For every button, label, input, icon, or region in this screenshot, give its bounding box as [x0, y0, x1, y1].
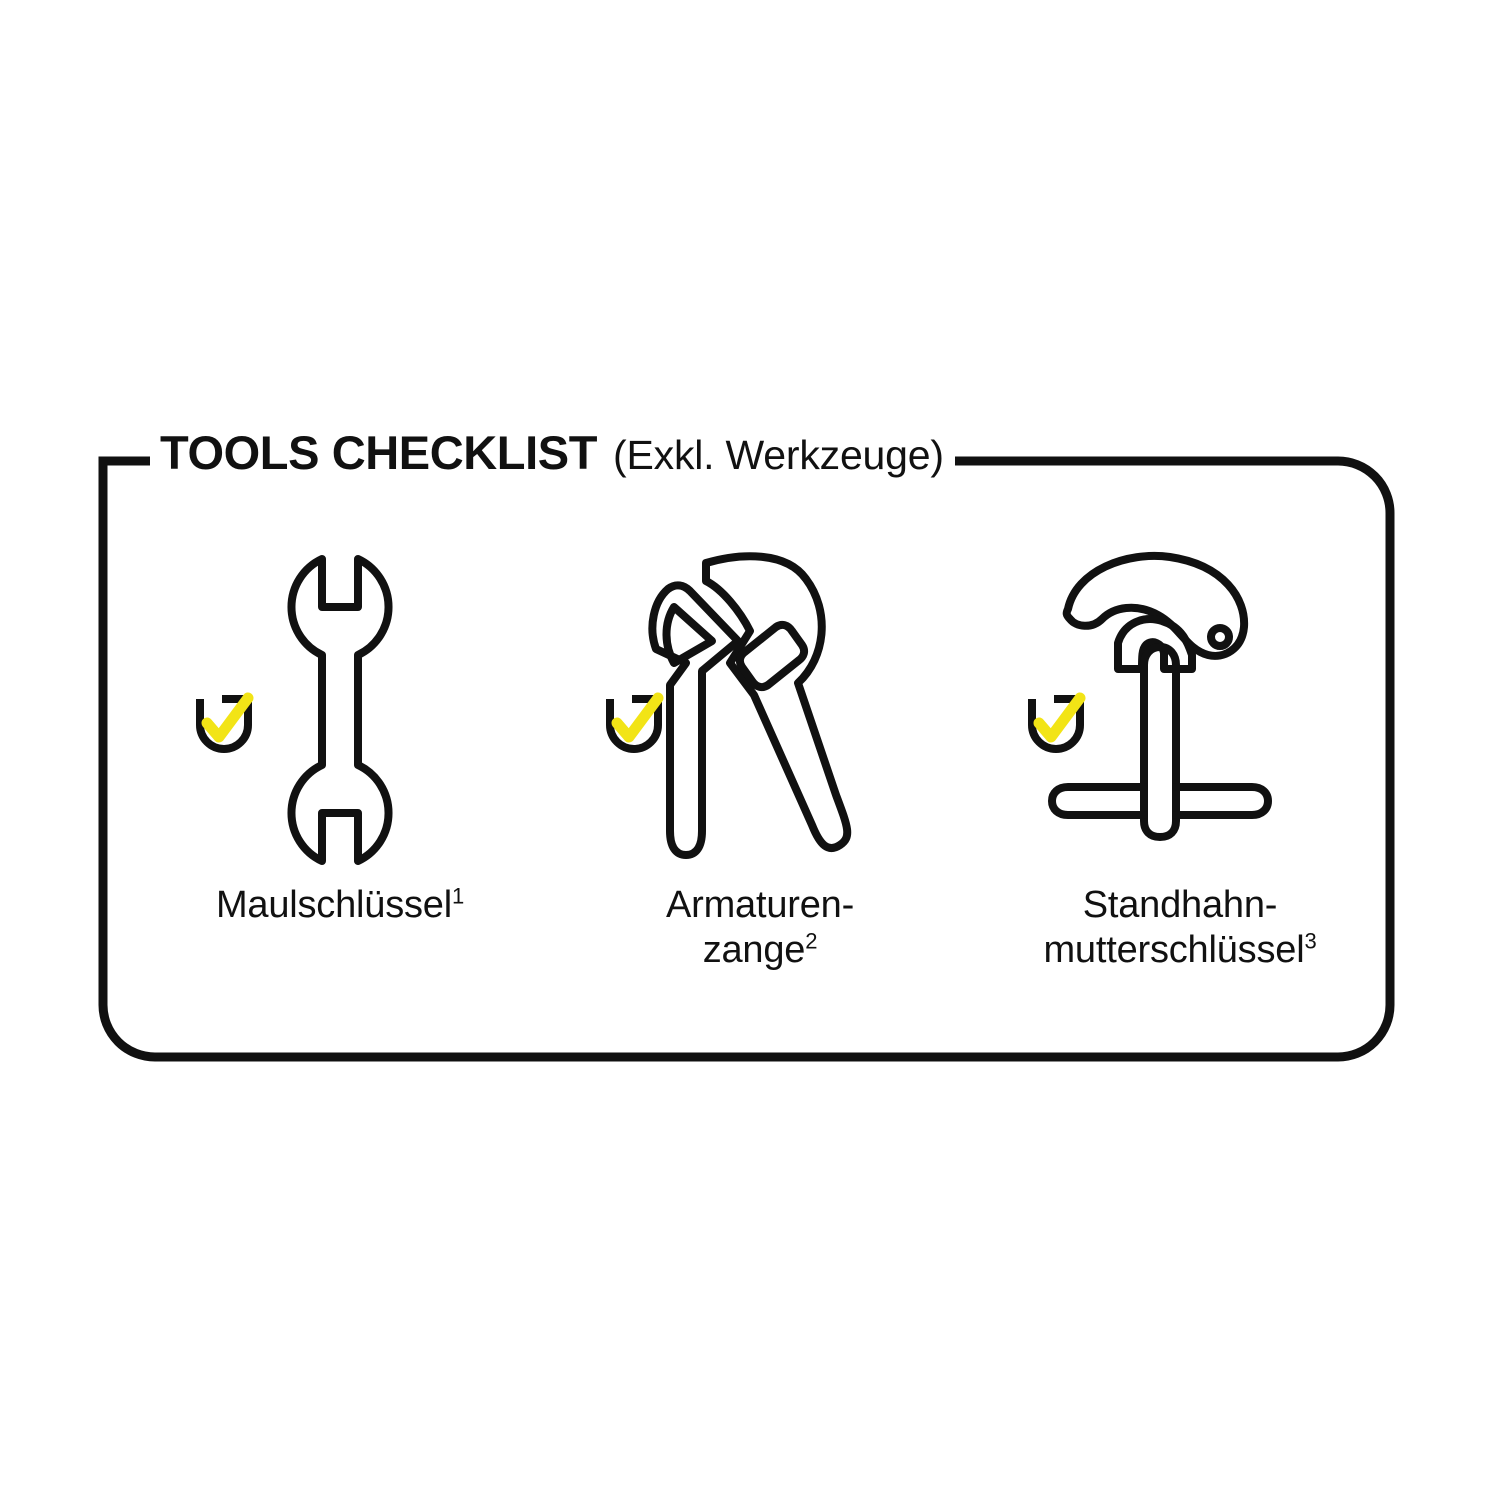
tool-label-3-line1: Standhahn- — [1082, 884, 1278, 926]
list-item[interactable]: Maulschlüssel1 — [140, 545, 540, 928]
checkbox-checked-icon[interactable] — [1020, 685, 1092, 757]
tool-label-1: Maulschlüssel1 — [216, 883, 464, 928]
checkbox-1[interactable] — [188, 685, 260, 757]
tool-icon-area — [170, 545, 510, 865]
basin-wrench-icon — [1048, 552, 1272, 841]
tool-label-2-line2: zange — [702, 928, 806, 971]
panel-title-row: TOOLS CHECKLIST (Exkl. Werkzeuge) — [160, 429, 944, 491]
checkbox-checked-icon[interactable] — [188, 685, 260, 757]
tool-icon-area — [590, 545, 930, 865]
tool-footnote-1: 1 — [452, 883, 465, 909]
checkbox-checked-icon[interactable] — [598, 685, 670, 757]
page-subtitle: (Exkl. Werkzeuge) — [613, 432, 944, 478]
tool-footnote-2: 2 — [805, 928, 818, 954]
tool-footnote-3: 3 — [1304, 928, 1317, 954]
list-item[interactable]: Armaturen- zange2 — [560, 545, 960, 973]
page-title: TOOLS CHECKLIST — [160, 426, 598, 479]
checkbox-3[interactable] — [1020, 685, 1092, 757]
tool-label-1-text: Maulschlüssel — [215, 884, 452, 926]
tools-list: Maulschlüssel1 — [140, 545, 1380, 975]
list-item[interactable]: Standhahn- mutterschlüssel3 — [980, 545, 1380, 973]
tool-label-3: Standhahn- mutterschlüssel3 — [1043, 883, 1316, 973]
tool-label-2: Armaturen- zange2 — [666, 883, 854, 973]
tool-icon-area — [1010, 545, 1350, 865]
checkbox-2[interactable] — [598, 685, 670, 757]
tool-label-2-line1: Armaturen- — [665, 884, 855, 926]
open-end-wrench-icon — [287, 555, 393, 865]
tool-label-3-line2: mutterschlüssel — [1043, 928, 1305, 971]
water-pump-pliers-icon — [648, 552, 852, 859]
